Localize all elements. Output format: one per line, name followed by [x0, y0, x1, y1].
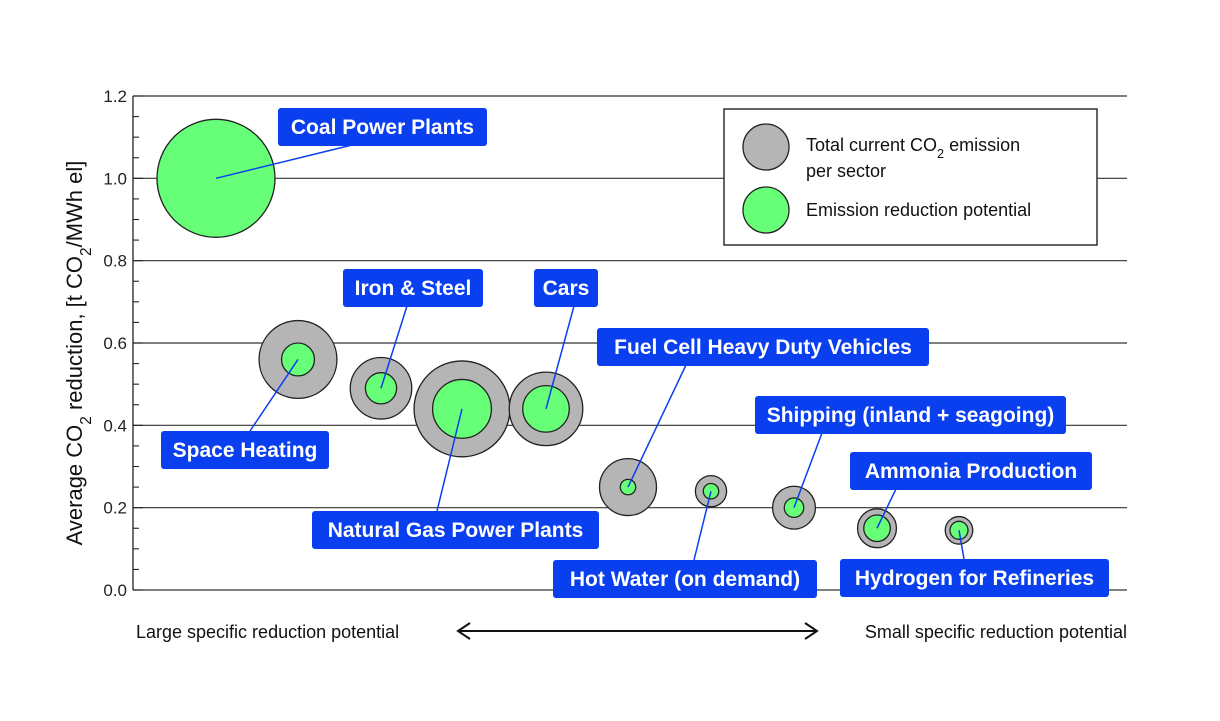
data-label: Shipping (inland + seagoing) [767, 404, 1055, 427]
callout-box [343, 269, 483, 307]
x-right-label: Small specific reduction potential [865, 622, 1127, 642]
data-label: Fuel Cell Heavy Duty Vehicles [614, 336, 912, 359]
callout-leader-line [436, 408, 463, 512]
callout-leader-line [215, 144, 353, 180]
data-label: Hot Water (on demand) [570, 568, 800, 591]
data-label: Natural Gas Power Plants [328, 519, 584, 542]
legend-marker-reduction [742, 186, 790, 234]
callout-leader-line [958, 530, 965, 560]
callout-box [312, 511, 599, 549]
callout-leader-line [545, 305, 575, 410]
callout-box [534, 269, 598, 307]
y-tick-label: 1.2 [103, 87, 127, 106]
x-axis-direction: Large specific reduction potential Small … [136, 622, 1127, 642]
legend-label-reduction: Emission reduction potential [806, 200, 1031, 220]
y-tick-label: 0.0 [103, 581, 127, 600]
callout-box [597, 328, 929, 366]
y-tick-label: 1.0 [103, 169, 127, 188]
callout-box [161, 431, 329, 469]
legend-label-total: Total current CO2 emission [806, 135, 1020, 161]
y-tick-label: 0.8 [103, 252, 127, 271]
data-label: Iron & Steel [355, 277, 472, 300]
callout-leader-line [249, 359, 299, 432]
callout-leader-line [876, 488, 897, 529]
callout-leader-line [693, 491, 712, 561]
y-tick-label: 0.2 [103, 499, 127, 518]
data-label: Space Heating [173, 439, 318, 462]
data-label: Coal Power Plants [291, 116, 474, 139]
callout-leader-line [793, 432, 823, 508]
data-label: Ammonia Production [865, 460, 1077, 483]
legend-marker-total [742, 123, 790, 171]
callout-box [755, 396, 1066, 434]
x-left-label: Large specific reduction potential [136, 622, 399, 642]
arrow-right-icon [804, 622, 819, 640]
callout-box [553, 560, 817, 598]
callout-box [840, 559, 1109, 597]
y-tick-label: 0.6 [103, 334, 127, 353]
data-label: Cars [543, 277, 590, 300]
callout-box [850, 452, 1092, 490]
reduction-potential-bubble [431, 378, 493, 439]
callout-leader-line [627, 364, 687, 488]
y-axis-label: Average CO2 reduction, [t CO2/MWh el] [62, 161, 95, 546]
legend-label-total-line2: per sector [806, 161, 886, 181]
arrow-left-icon [456, 622, 471, 640]
reduction-potential-bubble [522, 384, 570, 433]
callout-leader-line [380, 305, 408, 389]
y-tick-label: 0.4 [103, 416, 127, 435]
data-label: Hydrogen for Refineries [855, 567, 1094, 590]
callout-box [278, 108, 487, 146]
